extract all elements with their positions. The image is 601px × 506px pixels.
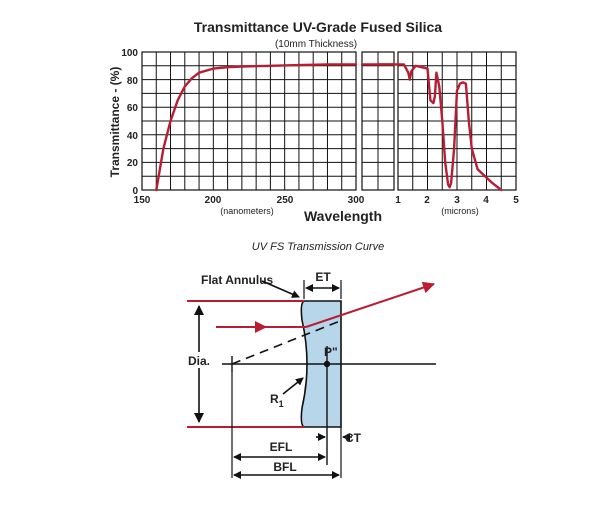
x-axis-label: Wavelength (304, 208, 382, 224)
r1-label: R1 (270, 392, 284, 409)
nm-panel-grid (142, 52, 356, 190)
series-line-nm (155, 63, 358, 192)
y-tick-label: 60 (127, 103, 139, 114)
y-tick-label: 0 (132, 186, 138, 197)
x-unit-um: (microns) (441, 206, 479, 216)
lens-diagram: P" Dia. Flat Annulus ET R1 CT EFL BFL (186, 270, 436, 479)
x-tick-label: 300 (348, 195, 365, 206)
um-panel-grid (398, 52, 516, 190)
y-tick-label: 100 (121, 48, 138, 59)
flat-annulus-label: Flat Annulus (201, 273, 274, 287)
principal-point (323, 360, 331, 368)
x-tick-label: 2 (424, 195, 430, 206)
r1-pointer (282, 377, 304, 395)
x-tick-label: 3 (454, 195, 460, 206)
x-tick-labels-um: 1 2 3 4 5 (395, 195, 519, 206)
efl-label: EFL (270, 440, 293, 454)
refracted-ray (305, 281, 435, 328)
virtual-ray-dashed (231, 320, 341, 365)
chart-caption: UV FS Transmission Curve (252, 241, 384, 253)
x-tick-label: 150 (134, 195, 151, 206)
dia-label: Dia. (188, 354, 210, 368)
x-tick-label: 200 (205, 195, 222, 206)
gap-panel-grid (362, 52, 394, 190)
chart-subtitle: (10mm Thickness) (275, 39, 357, 50)
et-label: ET (315, 270, 331, 284)
flat-annulus-pointer (261, 280, 300, 298)
x-tick-label: 4 (483, 195, 489, 206)
dia-label-bg (186, 352, 212, 368)
y-tick-label: 40 (127, 131, 139, 142)
x-unit-nm: (nanometers) (220, 206, 274, 216)
x-tick-label: 250 (277, 195, 294, 206)
x-tick-label: 1 (395, 195, 401, 206)
chart-title: Transmittance UV-Grade Fused Silica (194, 19, 442, 35)
x-tick-labels-nm: 150 200 250 300 (134, 195, 365, 206)
chart-ylabel: Transmittance - (%) (108, 67, 122, 178)
series-line-um (376, 63, 503, 192)
y-tick-labels: 100 80 60 40 20 0 (121, 48, 138, 197)
y-tick-label: 80 (127, 76, 139, 87)
ct-label: CT (345, 431, 362, 445)
bfl-label: BFL (273, 460, 296, 474)
transmittance-chart: Transmittance UV-Grade Fused Silica (10m… (108, 19, 519, 253)
x-tick-label: 5 (513, 195, 519, 206)
y-tick-label: 20 (127, 158, 139, 169)
principal-point-label: P" (324, 345, 338, 359)
